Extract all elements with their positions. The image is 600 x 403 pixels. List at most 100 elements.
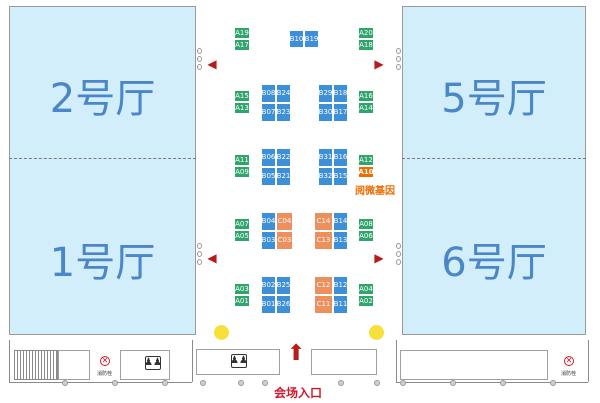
booth-B16[interactable]: B16 <box>333 148 348 167</box>
fire-hydrant-icon: ✕ <box>100 356 110 366</box>
booth-B12[interactable]: B12 <box>333 276 348 295</box>
utility-room-right <box>400 350 548 380</box>
pillar <box>450 380 456 386</box>
stairs <box>14 350 58 380</box>
booth-B04[interactable]: B04 <box>261 212 276 231</box>
pillar <box>238 380 244 386</box>
door-icon <box>396 56 401 62</box>
booth-B32[interactable]: B32 <box>318 167 333 186</box>
booth-A06[interactable]: A06 <box>358 230 374 242</box>
booth-A19[interactable]: A19 <box>234 27 250 39</box>
booth-A02[interactable]: A02 <box>358 295 374 307</box>
booth-B14[interactable]: B14 <box>333 212 348 231</box>
marker-dot <box>214 325 229 340</box>
booth-B07[interactable]: B07 <box>261 103 276 122</box>
exit-arrow-icon: ◀ <box>207 251 217 265</box>
booth-B06[interactable]: B06 <box>261 148 276 167</box>
booth-A03[interactable]: A03 <box>234 283 250 295</box>
door-icon <box>396 64 401 70</box>
pillar <box>500 380 506 386</box>
hall-right-divider <box>402 158 586 159</box>
restroom-icon[interactable]: ♟♟ <box>230 354 248 368</box>
booth-B05[interactable]: B05 <box>261 167 276 186</box>
booth-B31[interactable]: B31 <box>318 148 333 167</box>
booth-B24[interactable]: B24 <box>276 84 291 103</box>
exhibitor-label[interactable]: 阅微基因 <box>355 186 395 197</box>
booth-A18[interactable]: A18 <box>358 39 374 51</box>
booth-B01[interactable]: B01 <box>261 295 276 314</box>
pillar <box>338 380 344 386</box>
door-icon <box>396 259 401 265</box>
booth-B30[interactable]: B30 <box>318 103 333 122</box>
wall <box>9 340 10 382</box>
pillar <box>550 380 556 386</box>
booth-B17[interactable]: B17 <box>333 103 348 122</box>
booth-A14[interactable]: A14 <box>358 102 374 114</box>
booth-B11[interactable]: B11 <box>333 295 348 314</box>
booth-A20[interactable]: A20 <box>358 27 374 39</box>
marker-dot <box>369 325 384 340</box>
door-icon <box>396 243 401 249</box>
door-icon <box>197 64 202 70</box>
hall-left <box>9 6 196 335</box>
booth-A04[interactable]: A04 <box>358 283 374 295</box>
fire-hydrant-icon: ✕ <box>564 356 574 366</box>
hall-5-label[interactable]: 5号厅 <box>441 76 547 122</box>
booth-A17[interactable]: A17 <box>234 39 250 51</box>
booth-B22[interactable]: B22 <box>276 148 291 167</box>
booth-A11[interactable]: A11 <box>234 154 250 166</box>
wall <box>396 382 588 383</box>
booth-A15[interactable]: A15 <box>234 90 250 102</box>
booth-B08[interactable]: B08 <box>261 84 276 103</box>
pillar <box>262 380 268 386</box>
booth-A08[interactable]: A08 <box>358 218 374 230</box>
booth-A16[interactable]: A16 <box>358 90 374 102</box>
booth-C03[interactable]: C03 <box>276 231 293 250</box>
booth-C13[interactable]: C13 <box>314 231 333 250</box>
wall <box>588 340 589 382</box>
fire-hydrant-label: 消防栓 <box>97 371 113 377</box>
fire-hydrant-label: 消防栓 <box>561 371 577 377</box>
booth-A10-highlighted[interactable]: A10 <box>358 166 374 178</box>
booth-C12[interactable]: C12 <box>314 276 333 295</box>
booth-B18[interactable]: B18 <box>333 84 348 103</box>
booth-A01[interactable]: A01 <box>234 295 250 307</box>
exit-arrow-icon: ▶ <box>374 57 384 71</box>
booth-A09[interactable]: A09 <box>234 166 250 178</box>
booth-B29[interactable]: B29 <box>318 84 333 103</box>
door-icon <box>197 251 202 257</box>
booth-B26[interactable]: B26 <box>276 295 291 314</box>
booth-B19[interactable]: B19 <box>304 30 319 48</box>
pillar <box>200 380 206 386</box>
booth-B02[interactable]: B02 <box>261 276 276 295</box>
booth-C14[interactable]: C14 <box>314 212 333 231</box>
booth-A12[interactable]: A12 <box>358 154 374 166</box>
restroom-block <box>120 350 170 380</box>
exit-arrow-icon: ◀ <box>207 57 217 71</box>
pillar <box>62 380 68 386</box>
restroom-icon[interactable]: ♟♟ <box>144 356 162 370</box>
service-room <box>311 349 377 375</box>
booth-B21[interactable]: B21 <box>276 167 291 186</box>
booth-C11[interactable]: C11 <box>314 295 333 314</box>
hall-1-label[interactable]: 1号厅 <box>49 240 156 286</box>
booth-B23[interactable]: B23 <box>276 103 291 122</box>
booth-A05[interactable]: A05 <box>234 230 250 242</box>
booth-B10[interactable]: B10 <box>289 30 304 48</box>
booth-B15[interactable]: B15 <box>333 167 348 186</box>
pillar <box>374 380 380 386</box>
booth-A13[interactable]: A13 <box>234 102 250 114</box>
booth-B03[interactable]: B03 <box>261 231 276 250</box>
booth-B13[interactable]: B13 <box>333 231 348 250</box>
wall <box>192 340 193 382</box>
hall-6-label[interactable]: 6号厅 <box>441 240 547 286</box>
hall-2-label[interactable]: 2号厅 <box>49 76 156 122</box>
entrance-label[interactable]: 会场入口 <box>274 386 323 400</box>
door-icon <box>197 56 202 62</box>
booth-B25[interactable]: B25 <box>276 276 291 295</box>
exit-arrow-icon: ▶ <box>374 251 384 265</box>
door-icon <box>197 48 202 54</box>
booth-A07[interactable]: A07 <box>234 218 250 230</box>
door-icon <box>197 259 202 265</box>
booth-C04[interactable]: C04 <box>276 212 293 231</box>
